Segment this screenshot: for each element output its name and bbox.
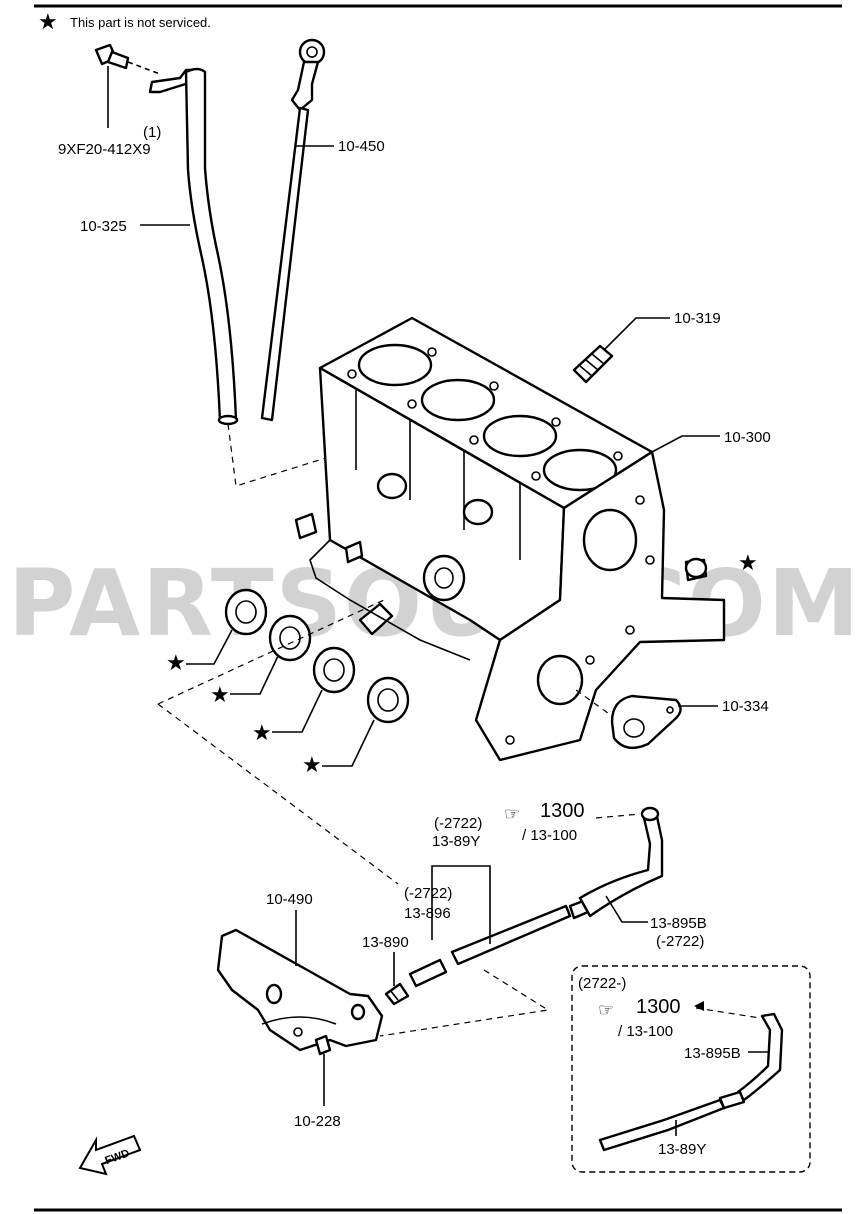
seal-4 — [366, 676, 410, 724]
bracket-bolt-code: 10-228 — [294, 1113, 341, 1130]
bolt-code: 9XF20-412X9 — [58, 141, 151, 158]
dipstick-part — [260, 38, 326, 422]
inset-pipe-end-code: 13-895B — [684, 1045, 741, 1062]
seal-2 — [268, 614, 312, 662]
hose-pipe-range: (-2722) — [434, 815, 482, 832]
hand-pointer-icon: ☞ — [598, 1000, 614, 1020]
star-icon: ★ — [210, 682, 230, 707]
fitting-code: 13-890 — [362, 934, 409, 951]
oil-pipe-part — [450, 806, 664, 966]
legend-text: This part is not serviced. — [70, 15, 211, 30]
star-icon: ★ — [738, 550, 758, 575]
bolt-qty: (1) — [143, 124, 161, 141]
dipstick-tube-part — [148, 67, 239, 426]
inset-ref-sub: / 13-100 — [618, 1023, 673, 1040]
hose-short-range: (-2722) — [404, 885, 452, 902]
cover-plate-code: 10-334 — [722, 698, 769, 715]
main-ref-sub: / 13-100 — [522, 827, 577, 844]
plug-part — [684, 557, 708, 582]
inset-ref-number: 1300 — [636, 996, 681, 1018]
dipstick-tube-code: 10-325 — [80, 218, 127, 235]
bracket-code: 10-490 — [266, 891, 313, 908]
inset-box: (2722-) ☞ 1300 / 13-100 13-895B 13-89Y — [571, 965, 811, 1173]
cover-plate-part — [610, 694, 682, 750]
pipe-end-range: (-2722) — [656, 933, 704, 950]
fwd-arrow-icon: FWD — [78, 1134, 142, 1176]
seal-1 — [224, 588, 268, 636]
inset-range: (2722-) — [578, 975, 626, 992]
seal-3 — [312, 646, 356, 694]
fitting-part — [384, 982, 410, 1006]
cylinder-block-code: 10-300 — [724, 429, 771, 446]
hose-short-code: 13-896 — [404, 905, 451, 922]
inset-pipe-code: 13-89Y — [658, 1141, 706, 1158]
star-icon: ★ — [302, 752, 322, 777]
dipstick-code: 10-450 — [338, 138, 385, 155]
stud-code: 10-319 — [674, 310, 721, 327]
star-icon: ★ — [252, 720, 272, 745]
bolt-part — [94, 43, 161, 128]
star-icon: ★ — [166, 650, 186, 675]
hose-pipe-code: 13-89Y — [432, 833, 480, 850]
cylinder-block-part — [294, 316, 726, 762]
main-ref-number: 1300 — [540, 800, 585, 822]
pipe-end-code: 13-895B — [650, 915, 707, 932]
bracket-part — [216, 928, 384, 1052]
hand-pointer-icon: ☞ — [504, 804, 520, 824]
hose-short-part — [408, 958, 448, 988]
legend: ★ This part is not serviced. — [38, 9, 211, 34]
stud-part — [572, 344, 614, 384]
bracket-bolt-part — [314, 1034, 332, 1056]
star-icon: ★ — [38, 9, 58, 34]
